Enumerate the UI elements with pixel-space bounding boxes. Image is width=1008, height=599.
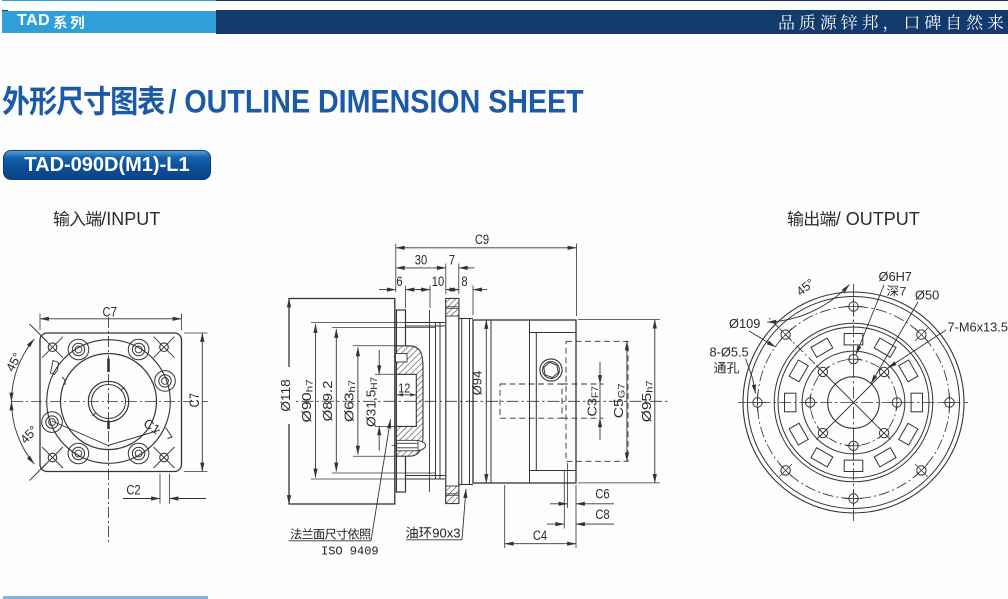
svg-text:ISO 9409: ISO 9409 <box>321 545 379 559</box>
svg-text:C3F7: C3F7 <box>585 386 600 416</box>
svg-text:Ø6H7: Ø6H7 <box>879 269 912 284</box>
svg-text:/ OUTPUT: / OUTPUT <box>836 209 920 229</box>
svg-text:C2: C2 <box>126 482 140 497</box>
svg-text:45°: 45° <box>794 276 818 299</box>
svg-text:8: 8 <box>461 274 467 289</box>
svg-text:Ø95h7: Ø95h7 <box>640 380 656 422</box>
svg-text:30: 30 <box>415 252 427 267</box>
svg-text:/INPUT: /INPUT <box>101 209 160 229</box>
svg-text:C9: C9 <box>475 232 489 247</box>
svg-text:6: 6 <box>396 274 402 289</box>
svg-text:90x3: 90x3 <box>432 526 460 541</box>
svg-text:45°: 45° <box>3 350 24 373</box>
svg-text:Ø118: Ø118 <box>278 379 292 412</box>
svg-text:C8: C8 <box>595 507 609 522</box>
svg-text:7-M6x13.5: 7-M6x13.5 <box>948 320 1008 335</box>
svg-text:C1: C1 <box>141 415 163 437</box>
svg-text:C5G7: C5G7 <box>612 383 628 418</box>
svg-text:C7: C7 <box>103 304 117 319</box>
svg-text:Ø63h7: Ø63h7 <box>342 380 358 422</box>
svg-text:C7: C7 <box>187 393 202 407</box>
svg-text:C4: C4 <box>533 528 547 543</box>
svg-text:8-Ø5.5: 8-Ø5.5 <box>710 345 749 360</box>
svg-text:7: 7 <box>449 252 455 267</box>
svg-text:Ø89.2: Ø89.2 <box>321 381 335 422</box>
svg-text:Ø50: Ø50 <box>915 288 939 303</box>
svg-text:Ø109: Ø109 <box>729 316 760 331</box>
svg-text:Ø94: Ø94 <box>470 371 485 396</box>
svg-text:7: 7 <box>900 285 907 299</box>
svg-text:Ø90h7: Ø90h7 <box>301 379 316 422</box>
svg-text:12: 12 <box>398 380 411 395</box>
svg-text:Ø31,5H7: Ø31,5H7 <box>364 377 380 427</box>
svg-text:/ OUTLINE DIMENSION SHEET: / OUTLINE DIMENSION SHEET <box>168 85 584 120</box>
svg-text:10: 10 <box>432 274 444 289</box>
svg-text:C6: C6 <box>595 487 609 502</box>
